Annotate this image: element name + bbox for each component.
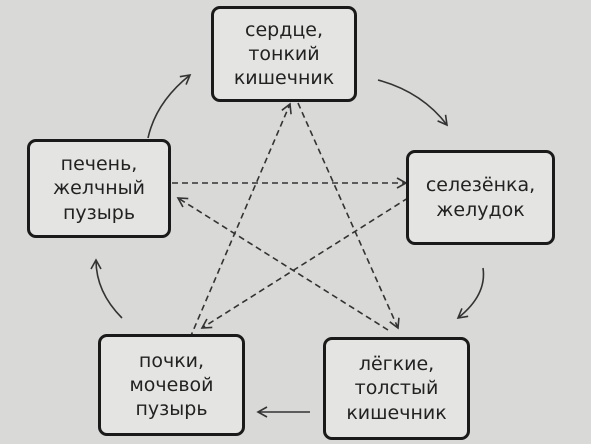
node-heart-line-1: сердце, bbox=[245, 18, 323, 41]
node-liver-line-3: пузырь bbox=[62, 201, 136, 224]
control-arrow-kidneys-to-heart bbox=[189, 102, 292, 339]
node-kidneys-line-1: почки, bbox=[138, 349, 205, 372]
node-liver-line-1: печень, bbox=[60, 153, 138, 176]
control-arrow-spleen-to-kidneys bbox=[200, 197, 409, 329]
node-heart-line-3: кишечник bbox=[233, 67, 335, 90]
cycle-arrow-heart-to-spleen bbox=[377, 79, 448, 127]
node-spleen-line-1: селезёнка, bbox=[425, 174, 536, 197]
node-liver-line-2: желчный bbox=[53, 177, 145, 200]
control-arrow-lungs-to-liver bbox=[176, 197, 389, 331]
node-lungs-line-2: толстый bbox=[354, 377, 439, 400]
node-lungs-line-1: лёгкие, bbox=[358, 353, 435, 376]
node-lungs-line-3: кишечник bbox=[346, 401, 447, 424]
node-heart-line-2: тонкий bbox=[248, 42, 320, 65]
cycle-arrow-liver-to-heart bbox=[147, 73, 192, 139]
node-liver: печень, желчный пузырь bbox=[27, 139, 171, 238]
cycle-arrow-spleen-to-lungs bbox=[456, 267, 485, 320]
node-spleen-line-2: желудок bbox=[436, 198, 525, 221]
node-kidneys-line-2: мочевой bbox=[129, 373, 214, 396]
node-heart: сердце, тонкий кишечник bbox=[211, 6, 357, 102]
node-spleen: селезёнка, желудок bbox=[406, 150, 555, 245]
control-arrow-heart-to-lungs bbox=[297, 102, 400, 330]
node-lungs: лёгкие, толстый кишечник bbox=[323, 337, 470, 440]
node-kidneys: почки, мочевой пузырь bbox=[98, 334, 245, 436]
node-kidneys-line-3: пузырь bbox=[135, 398, 208, 421]
cycle-arrow-kidneys-to-liver bbox=[90, 258, 123, 319]
